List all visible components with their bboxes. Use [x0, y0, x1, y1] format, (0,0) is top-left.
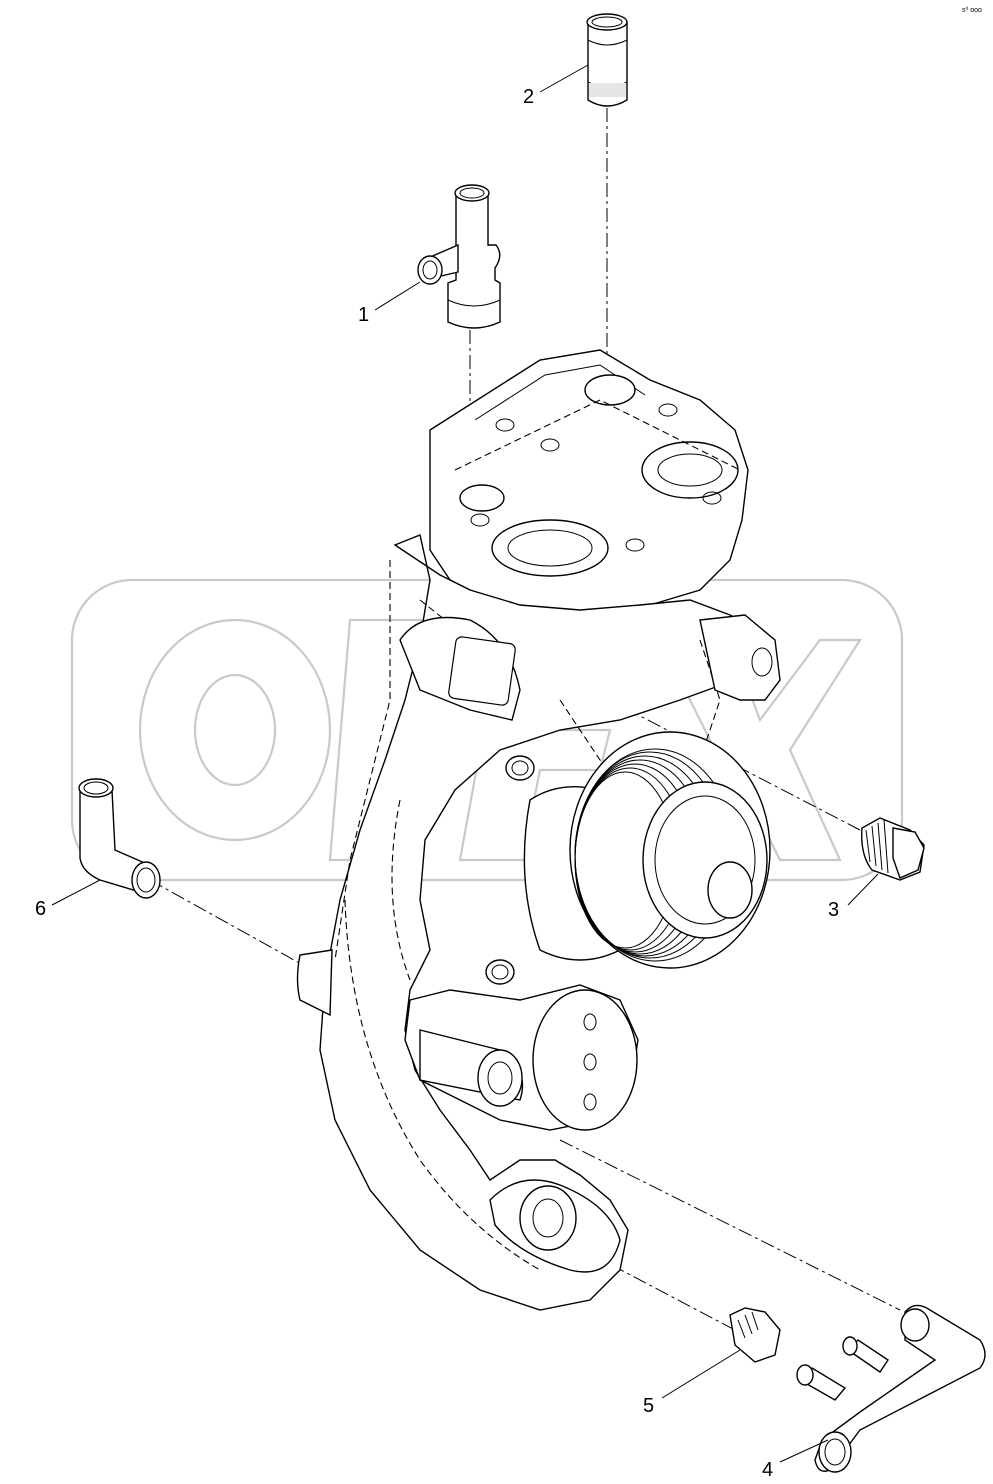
leader-lines [51, 64, 879, 1463]
part-4-manifold-tube [796, 1304, 986, 1473]
callout-4: 4 [762, 1459, 773, 1481]
corner-tag: s⁰ ooo [962, 6, 982, 14]
part-6-elbow-tube [78, 778, 161, 899]
main-housing-assembly [296, 349, 781, 1311]
part-5-plug [729, 1307, 781, 1363]
callout-5: 5 [643, 1395, 654, 1417]
part-1-tee-fitting [417, 184, 501, 329]
part-2-tube [586, 13, 628, 107]
callout-1: 1 [358, 304, 369, 326]
callout-6: 6 [35, 898, 46, 920]
part-3-hex-plug [861, 817, 925, 881]
callout-3: 3 [828, 899, 839, 921]
callout-2: 2 [523, 86, 534, 108]
